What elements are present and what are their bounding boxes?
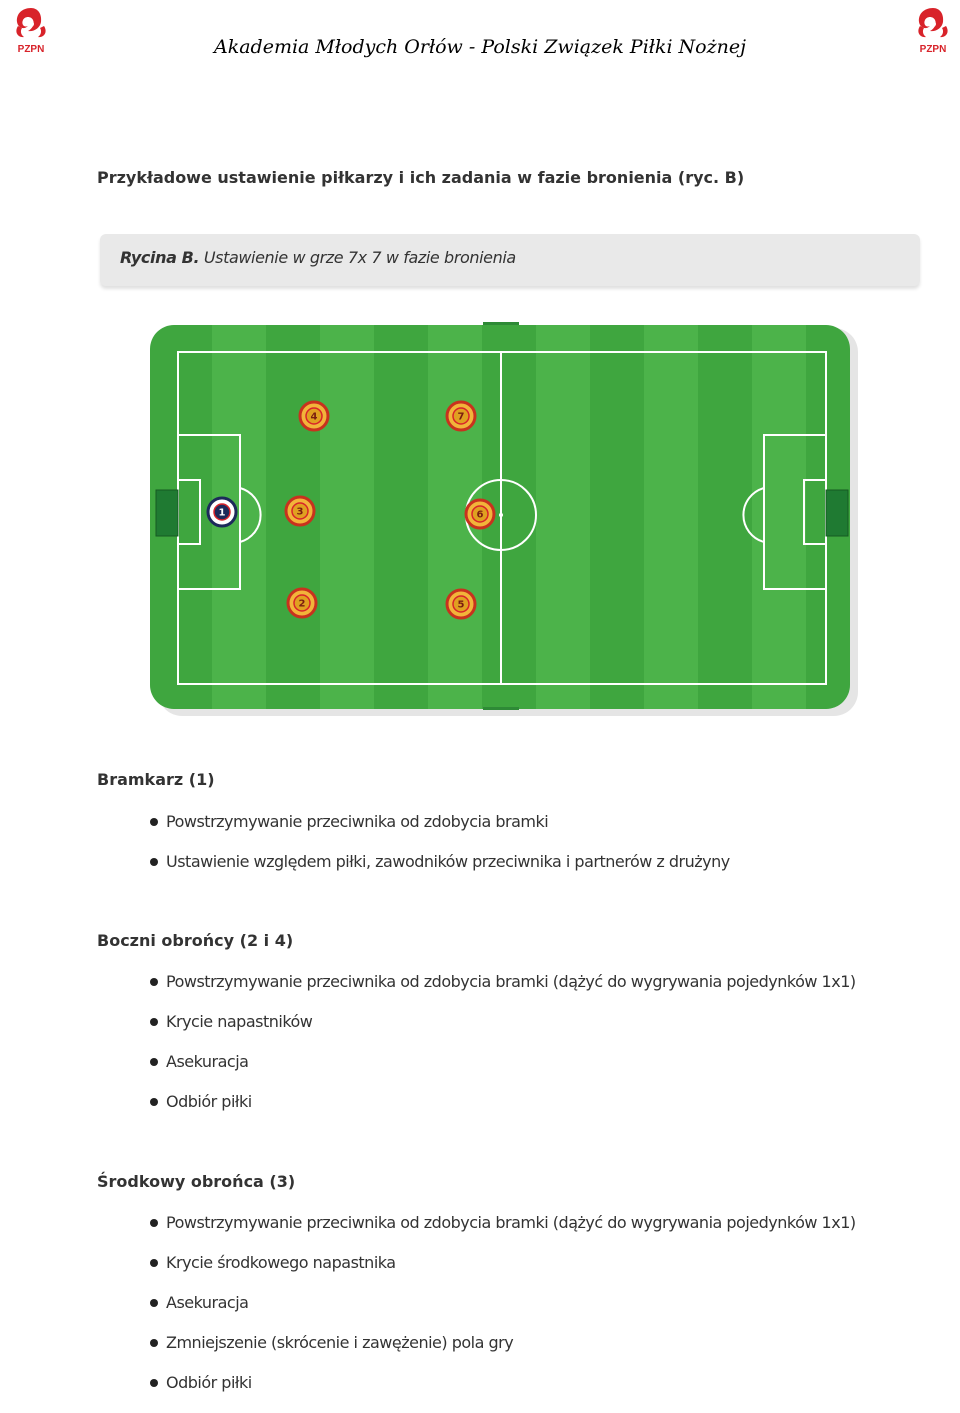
task-text: Powstrzymywanie przeciwnika od zdobycia … — [166, 1213, 856, 1232]
task-item: Zmniejszenie (skrócenie i zawężenie) pol… — [150, 1333, 856, 1373]
task-text: Ustawienie względem piłki, zawodników pr… — [166, 852, 730, 871]
task-item: Krycie napastników — [150, 1012, 856, 1052]
player-marker-5: 5 — [445, 588, 477, 620]
player-marker-core — [452, 595, 470, 613]
football-pitch-diagram: 1 2 3 4 5 6 7 — [150, 322, 862, 717]
role-title-center-back: Środkowy obrońca (3) — [97, 1172, 296, 1191]
bullet-icon — [150, 1058, 158, 1066]
bullet-icon — [150, 858, 158, 866]
role-title-goalkeeper: Bramkarz (1) — [97, 770, 215, 789]
pzpn-logo-right: PZPN — [918, 8, 948, 55]
player-marker-core — [305, 407, 323, 425]
player-marker-7: 7 — [445, 400, 477, 432]
task-text: Odbiór piłki — [166, 1092, 252, 1111]
task-text: Asekuracja — [166, 1052, 249, 1071]
player-marker-1: 1 — [206, 496, 238, 528]
bullet-icon — [150, 1299, 158, 1307]
bottom-halfway-marker — [483, 707, 519, 710]
left-penalty-arc — [239, 487, 262, 543]
task-item: Powstrzymywanie przeciwnika od zdobycia … — [150, 972, 856, 1012]
player-number: 5 — [458, 600, 465, 611]
player-marker-core — [452, 407, 470, 425]
player-number: 2 — [299, 599, 306, 610]
figure-caption-text: Ustawienie w grze 7x 7 w fazie bronienia — [203, 248, 516, 267]
player-number: 7 — [458, 412, 465, 423]
task-item: Odbiór piłki — [150, 1373, 856, 1413]
pitch-stripe — [752, 325, 806, 709]
bullet-icon — [150, 1259, 158, 1267]
pitch-stripe — [644, 325, 698, 709]
bullet-icon — [150, 1018, 158, 1026]
figure-caption-box — [100, 234, 920, 286]
player-marker-core — [471, 505, 489, 523]
bullet-icon — [150, 818, 158, 826]
right-penalty-arc — [742, 487, 765, 543]
left-goal — [155, 489, 179, 537]
player-marker-6: 6 — [464, 498, 496, 530]
player-number: 6 — [477, 510, 484, 521]
pzpn-eagle-icon — [918, 8, 948, 38]
task-list-fullbacks: Powstrzymywanie przeciwnika od zdobycia … — [150, 972, 856, 1132]
player-marker-core — [293, 594, 311, 612]
section-title: Przykładowe ustawienie piłkarzy i ich za… — [97, 168, 745, 187]
pitch-stripes — [212, 325, 806, 709]
pitch-stripe — [536, 325, 590, 709]
player-marker-4: 4 — [298, 400, 330, 432]
top-halfway-marker — [483, 322, 519, 325]
task-text: Odbiór piłki — [166, 1373, 252, 1392]
players-layer: 1 2 3 4 5 6 7 — [206, 400, 496, 620]
task-item: Asekuracja — [150, 1293, 856, 1333]
bullet-icon — [150, 1219, 158, 1227]
task-item: Krycie środkowego napastnika — [150, 1253, 856, 1293]
bullet-icon — [150, 978, 158, 986]
task-text: Krycie środkowego napastnika — [166, 1253, 396, 1272]
player-number: 3 — [297, 507, 304, 518]
bullet-icon — [150, 1379, 158, 1387]
task-text: Krycie napastników — [166, 1012, 313, 1031]
task-item: Ustawienie względem piłki, zawodników pr… — [150, 852, 730, 892]
center-spot — [499, 513, 503, 517]
right-goal — [825, 489, 849, 537]
task-list-center-back: Powstrzymywanie przeciwnika od zdobycia … — [150, 1213, 856, 1413]
pitch-stripe — [320, 325, 374, 709]
task-list-goalkeeper: Powstrzymywanie przeciwnika od zdobycia … — [150, 812, 730, 892]
player-number: 4 — [311, 412, 318, 423]
pzpn-eagle-icon — [16, 8, 46, 38]
task-text: Powstrzymywanie przeciwnika od zdobycia … — [166, 972, 856, 991]
player-marker-core — [213, 503, 231, 521]
task-item: Powstrzymywanie przeciwnika od zdobycia … — [150, 1213, 856, 1253]
role-title-fullbacks: Boczni obrońcy (2 i 4) — [97, 931, 294, 950]
figure-caption: Rycina B. Ustawienie w grze 7x 7 w fazie… — [120, 248, 516, 267]
pitch-svg: 1 2 3 4 5 6 7 — [150, 322, 850, 710]
bullet-icon — [150, 1098, 158, 1106]
task-item: Powstrzymywanie przeciwnika od zdobycia … — [150, 812, 730, 852]
figure-label: Rycina B. — [120, 248, 200, 267]
player-marker-2: 2 — [286, 587, 318, 619]
task-text: Asekuracja — [166, 1293, 249, 1312]
pzpn-logo-text: PZPN — [920, 44, 947, 55]
player-marker-3: 3 — [284, 495, 316, 527]
player-number: 1 — [219, 508, 226, 519]
player-marker-core — [291, 502, 309, 520]
task-text: Powstrzymywanie przeciwnika od zdobycia … — [166, 812, 549, 831]
bullet-icon — [150, 1339, 158, 1347]
pzpn-logo-left: PZPN — [16, 8, 46, 55]
task-item: Odbiór piłki — [150, 1092, 856, 1132]
task-item: Asekuracja — [150, 1052, 856, 1092]
document-header-title: Akademia Młodych Orłów - Polski Związek … — [214, 36, 746, 58]
task-text: Zmniejszenie (skrócenie i zawężenie) pol… — [166, 1333, 514, 1352]
pzpn-logo-text: PZPN — [18, 44, 45, 55]
